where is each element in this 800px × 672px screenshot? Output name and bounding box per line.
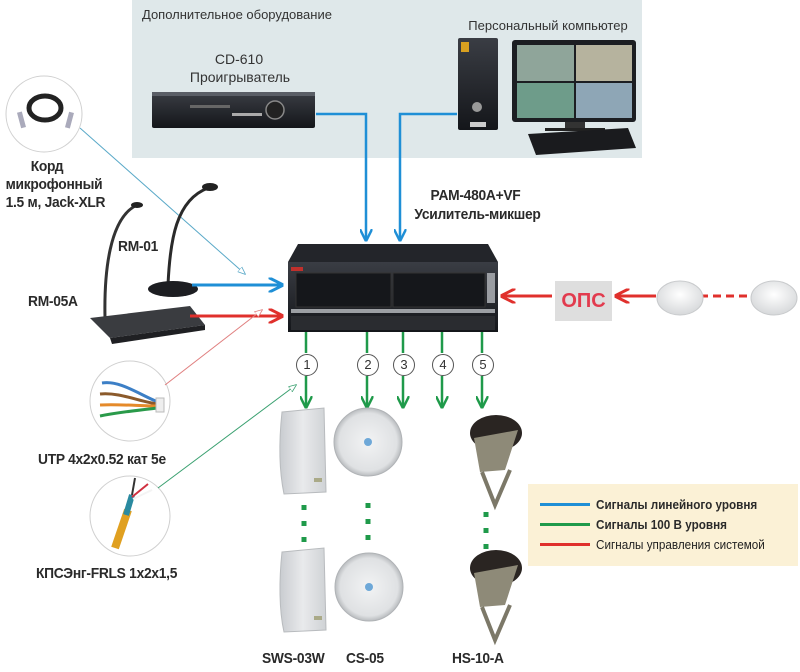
amplifier-model-label: PAM-480A+VF	[430, 187, 521, 204]
smoke-detector-2	[750, 280, 798, 316]
kps-label: КПСЭнг-FRLS 1x2x1,5	[36, 565, 178, 582]
rm01-label: RM-01	[118, 238, 159, 255]
legend-label: Сигналы линейного уровня	[596, 496, 758, 512]
signal-legend: Сигналы линейного уровня Сигналы 100 В у…	[528, 484, 798, 566]
ellipsis-dot	[365, 535, 371, 540]
cs05-speaker-bottom	[334, 552, 404, 622]
rm05a-paging-station	[90, 202, 205, 344]
legend-label: Сигналы 100 В уровня	[596, 516, 727, 532]
ops-fire-alarm-box: ОПС	[555, 281, 612, 321]
ellipsis-dot	[301, 505, 307, 510]
ellipsis-dot	[483, 544, 489, 549]
pc-to-amp-line	[400, 112, 457, 240]
ellipsis-dot	[483, 528, 489, 533]
mic-cord-label-line2: микрофонный	[5, 176, 103, 193]
amplifier-name-label: Усилитель-микшер	[414, 206, 541, 223]
zone-lines	[306, 332, 482, 407]
mic-cord-label-line3: 1.5 м, Jack-XLR	[5, 194, 106, 211]
sws03w-speaker-top	[279, 407, 327, 495]
ellipsis-dot	[301, 537, 307, 542]
cs05-label: CS-05	[346, 650, 384, 667]
ellipsis-dot	[301, 521, 307, 526]
speaker-ellipsis-dots	[301, 503, 489, 549]
ellipsis-dot	[365, 519, 371, 524]
amplifier-device	[288, 244, 498, 332]
hs10a-horn-top	[470, 415, 522, 511]
legend-label: Сигналы управления системой	[596, 536, 765, 552]
cd-to-amp-line	[316, 112, 366, 240]
hs10a-horn-bottom	[470, 550, 522, 646]
zone-number-4: 4	[432, 354, 454, 376]
panel-title: Дополнительное оборудование	[142, 7, 332, 22]
zone-number-2: 2	[357, 354, 379, 376]
kps-pointer	[157, 385, 296, 489]
mic-cord-label-line1: Корд	[30, 158, 64, 175]
mic-cord-pointer	[79, 127, 245, 274]
legend-item-100v: Сигналы 100 В уровня	[540, 515, 742, 533]
kps-cable-icon	[111, 477, 153, 550]
utp-pointer	[164, 310, 262, 386]
smoke-detector-1	[656, 280, 704, 316]
pc-name: Персональный компьютер	[468, 18, 628, 33]
zone-number-1: 1	[296, 354, 318, 376]
utp-cable-icon	[99, 381, 165, 418]
mic-cord-thumbnail	[5, 75, 83, 153]
cd-player-name: Проигрыватель	[189, 69, 291, 85]
mic-cord-icon	[26, 93, 64, 123]
sws03w-label: SWS-03W	[262, 650, 325, 667]
legend-swatch-red	[540, 542, 590, 546]
legend-swatch-green	[540, 522, 590, 526]
personal-computer-device	[458, 38, 636, 155]
ellipsis-dot	[365, 503, 371, 508]
legend-swatch-blue	[540, 502, 590, 506]
cd-player-device	[152, 92, 315, 128]
zone-number-3: 3	[393, 354, 415, 376]
cs05-speaker-top	[333, 407, 403, 477]
utp-label: UTP 4x2x0.52 кат 5е	[38, 451, 166, 468]
hs10a-label: HS-10-A	[452, 650, 504, 667]
legend-item-line-level: Сигналы линейного уровня	[540, 495, 775, 513]
legend-item-control: Сигналы управления системой	[540, 535, 784, 553]
cd-player-model: CD-610	[214, 51, 264, 67]
rm05a-label: RM-05A	[28, 293, 78, 310]
rm01-microphone	[148, 183, 218, 297]
ellipsis-dot	[483, 512, 489, 517]
utp-thumbnail	[89, 360, 171, 442]
sws03w-speaker-bottom	[279, 547, 327, 633]
mic-cord-label: Корд микрофонный 1.5 м, Jack-XLR	[5, 158, 106, 212]
zone-number-5: 5	[472, 354, 494, 376]
